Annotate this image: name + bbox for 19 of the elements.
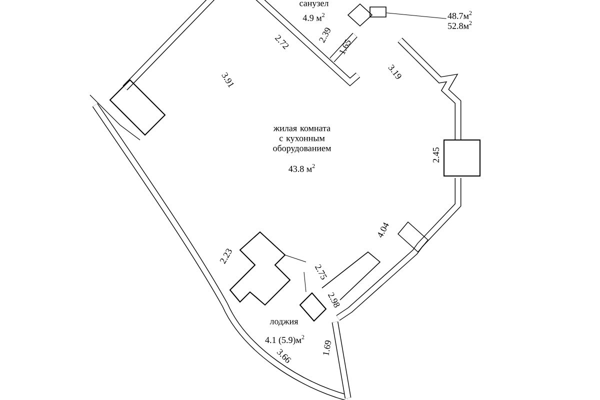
room-area: 4.9 м$^{2}$ bbox=[302, 13, 325, 21]
dimension: 2.45 bbox=[432, 147, 440, 162]
room-area: 4.1 (5.9)м$^{2}$ bbox=[265, 335, 304, 345]
wall-segment bbox=[370, 6, 386, 18]
dimension: 2.72 bbox=[274, 34, 289, 50]
dimension: 3.66 bbox=[276, 348, 292, 363]
room-name: санузел bbox=[300, 2, 329, 8]
dimension: 4.04 bbox=[378, 222, 389, 238]
room-name: лоджия bbox=[270, 320, 298, 326]
leader-line bbox=[386, 12, 447, 19]
dimension: 2.75 bbox=[314, 264, 327, 280]
area-label: 48.7м$^{2}$ 52.8м$^{2}$ bbox=[448, 11, 472, 29]
room-name: жилая комната с кухонным оборудованием bbox=[273, 126, 331, 154]
dimension: 1.65 bbox=[340, 39, 351, 55]
dimension: 2.39 bbox=[319, 28, 330, 43]
dimension: 2.98 bbox=[328, 292, 340, 308]
room-area: 43.8 м$^{2}$ bbox=[288, 164, 315, 172]
dimension: 3.19 bbox=[388, 64, 402, 79]
dimension: 1.69 bbox=[323, 340, 331, 356]
